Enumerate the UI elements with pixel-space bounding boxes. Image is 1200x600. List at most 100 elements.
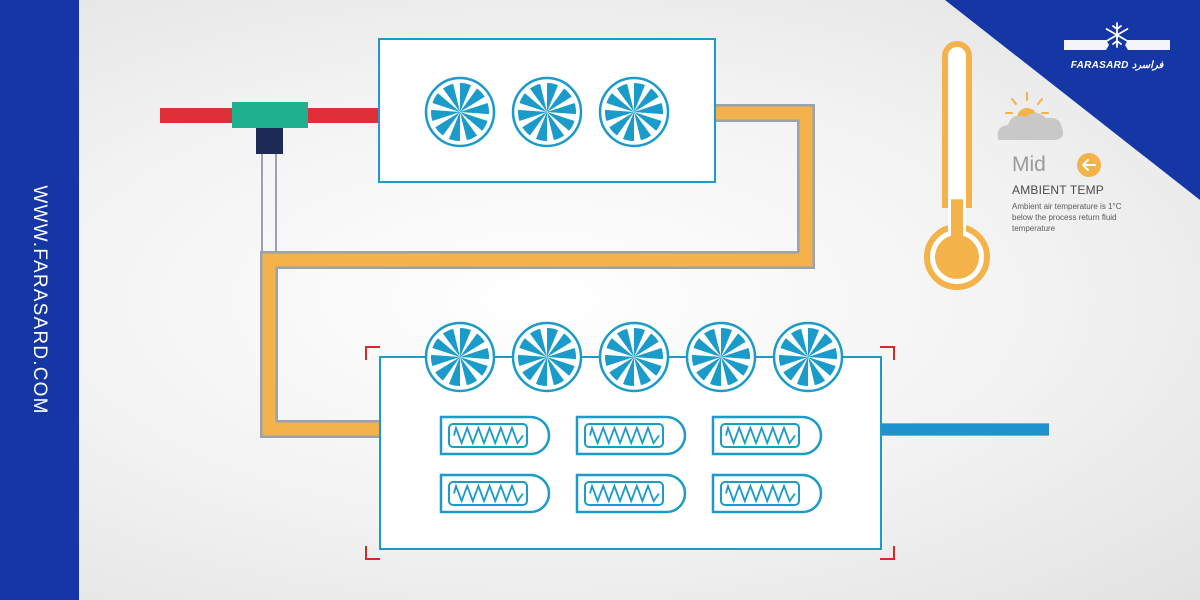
fan-blade bbox=[529, 328, 547, 357]
coil-icon bbox=[575, 473, 687, 514]
fan-blade bbox=[547, 357, 575, 376]
fan-blade bbox=[460, 112, 478, 141]
fan-blade bbox=[691, 354, 721, 366]
fan-blade bbox=[519, 338, 547, 357]
fan-icon bbox=[598, 321, 670, 393]
fan-blade bbox=[535, 357, 547, 386]
fan-icon bbox=[424, 76, 496, 148]
fan-blade bbox=[721, 333, 746, 357]
fan-blade bbox=[634, 333, 659, 357]
fan-blade bbox=[547, 103, 577, 115]
fan-blade bbox=[796, 357, 808, 386]
corner-mark bbox=[365, 346, 380, 360]
fan-blade bbox=[808, 328, 820, 357]
fan-icon bbox=[772, 321, 844, 393]
fan-blade bbox=[634, 357, 662, 376]
fan-blade bbox=[435, 112, 460, 136]
cold-outlet-pipe-fill bbox=[881, 424, 1049, 435]
fan-blade bbox=[460, 328, 472, 357]
fan-blade bbox=[634, 103, 664, 115]
fan-blade bbox=[696, 357, 721, 381]
fan-blade bbox=[609, 112, 634, 136]
fan-blade bbox=[634, 348, 664, 360]
brand-name-persian: فراسرد bbox=[1131, 60, 1164, 71]
farasard-logo bbox=[1064, 22, 1170, 50]
fan-blade bbox=[442, 328, 460, 357]
fan-blade bbox=[808, 348, 838, 360]
fan-blade bbox=[721, 357, 739, 386]
corner-mark bbox=[365, 546, 380, 560]
ambient-description: Ambient air temperature is 1°C below the… bbox=[1012, 202, 1122, 233]
fan-blade bbox=[547, 83, 559, 112]
fan-blade bbox=[435, 357, 460, 381]
heat-exchanger-coils bbox=[439, 415, 823, 514]
fan-blade bbox=[634, 112, 652, 141]
fan-blade bbox=[790, 328, 808, 357]
fan-blade bbox=[522, 357, 547, 381]
fan-icon bbox=[598, 76, 670, 148]
fan-blade bbox=[547, 357, 565, 386]
thermometer-bulb bbox=[935, 235, 979, 279]
fan-blade bbox=[604, 354, 634, 366]
fan-blade bbox=[460, 112, 488, 131]
fan-blade bbox=[634, 357, 652, 386]
sun-behind-cloud-icon bbox=[997, 92, 1064, 140]
corner-marks bbox=[365, 346, 895, 560]
fan-blade bbox=[606, 338, 634, 357]
fan-blade bbox=[604, 109, 634, 121]
fan-blade bbox=[529, 83, 547, 112]
warm-transfer-pipe bbox=[262, 106, 813, 436]
fan-icon bbox=[511, 76, 583, 148]
corner-mark bbox=[880, 346, 895, 360]
fan-blade bbox=[460, 83, 472, 112]
fan-blade bbox=[808, 357, 836, 376]
fan-blade bbox=[448, 357, 460, 386]
coil-icon bbox=[711, 415, 823, 456]
coil-icon bbox=[439, 473, 551, 514]
top-fan-row bbox=[424, 76, 670, 148]
ambient-temp-title: AMBIENT TEMP bbox=[1012, 183, 1104, 197]
coil-icon bbox=[711, 473, 823, 514]
fan-blade bbox=[622, 112, 634, 141]
pipes bbox=[160, 104, 1049, 438]
thermometer-level bbox=[951, 199, 963, 255]
fan-blade bbox=[460, 348, 490, 360]
fan-blade bbox=[616, 328, 634, 357]
fan-blade bbox=[709, 357, 721, 386]
fan-blade bbox=[634, 88, 659, 112]
fan-blade bbox=[609, 357, 634, 381]
fan-blade bbox=[783, 357, 808, 381]
fan-icon bbox=[685, 321, 757, 393]
fan-blade bbox=[721, 328, 733, 357]
fan-blade bbox=[517, 354, 547, 366]
fan-blade bbox=[460, 333, 485, 357]
snowflake-icon bbox=[1105, 22, 1129, 48]
fan-blade bbox=[721, 348, 751, 360]
fan-blade bbox=[517, 109, 547, 121]
arrow-left-icon[interactable] bbox=[1077, 153, 1101, 177]
fan-blade bbox=[721, 357, 749, 376]
mixing-valve bbox=[232, 102, 308, 154]
fan-blade bbox=[808, 357, 826, 386]
fan-blade bbox=[460, 357, 478, 386]
fan-blade bbox=[634, 328, 646, 357]
bottom-fan-row bbox=[424, 321, 844, 393]
fan-blade bbox=[703, 328, 721, 357]
fan-blade bbox=[460, 88, 485, 112]
fan-icon bbox=[511, 321, 583, 393]
fan-blade bbox=[535, 112, 547, 141]
fan-blade bbox=[547, 88, 572, 112]
fan-blade bbox=[634, 83, 646, 112]
valve-actuator bbox=[256, 128, 283, 154]
coil-icon bbox=[575, 415, 687, 456]
fan-blade bbox=[693, 338, 721, 357]
logo-wings bbox=[1064, 40, 1170, 50]
fan-icon bbox=[424, 321, 496, 393]
coil-icon bbox=[439, 415, 551, 456]
fan-blade bbox=[460, 357, 488, 376]
ambient-level-label: Mid bbox=[1012, 153, 1046, 176]
fan-blade bbox=[448, 112, 460, 141]
fan-blade bbox=[442, 83, 460, 112]
fan-blade bbox=[547, 112, 575, 131]
fan-blade bbox=[547, 348, 577, 360]
